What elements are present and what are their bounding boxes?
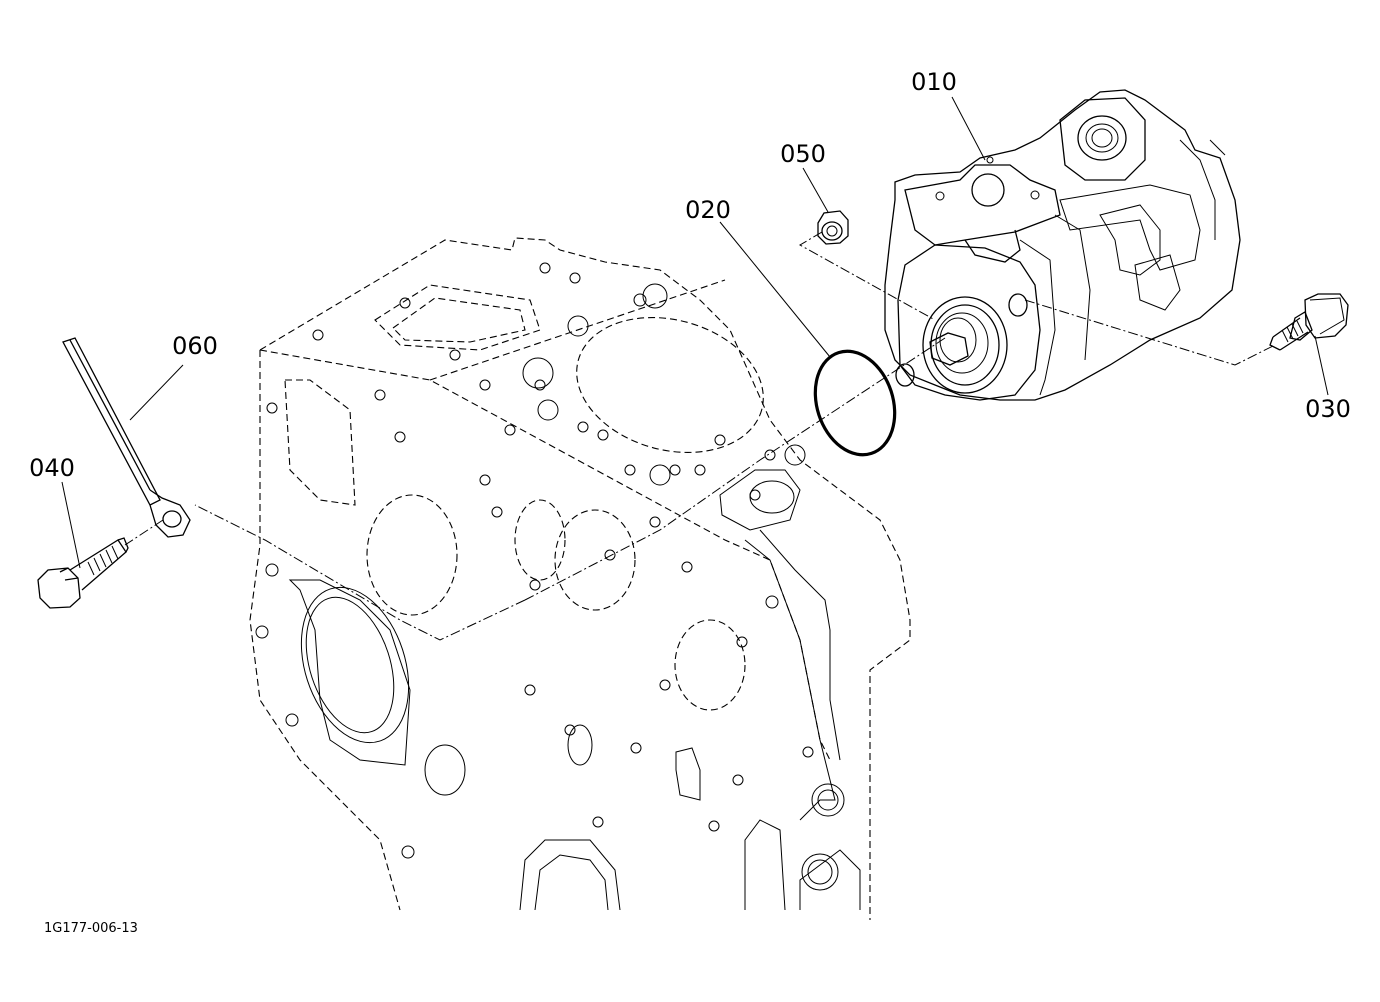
leader-lines [61,96,1329,569]
nut-050 [817,210,849,245]
bolt-040 [37,537,129,609]
bolt-030 [1269,293,1349,351]
gear-case-housing [249,237,911,920]
callout-060[interactable]: 060 [172,332,218,360]
callout-040[interactable]: 040 [29,454,75,482]
callout-020[interactable]: 020 [685,196,731,224]
assembly-center-lines [124,231,1276,641]
callout-050[interactable]: 050 [780,140,826,168]
figure-code: 1G177-006-13 [44,921,138,936]
stay-bracket-060 [62,337,191,538]
hydraulic-pump-010 [884,89,1241,401]
callout-010[interactable]: 010 [911,68,957,96]
callout-030[interactable]: 030 [1305,395,1351,423]
o-ring-020 [813,349,897,457]
